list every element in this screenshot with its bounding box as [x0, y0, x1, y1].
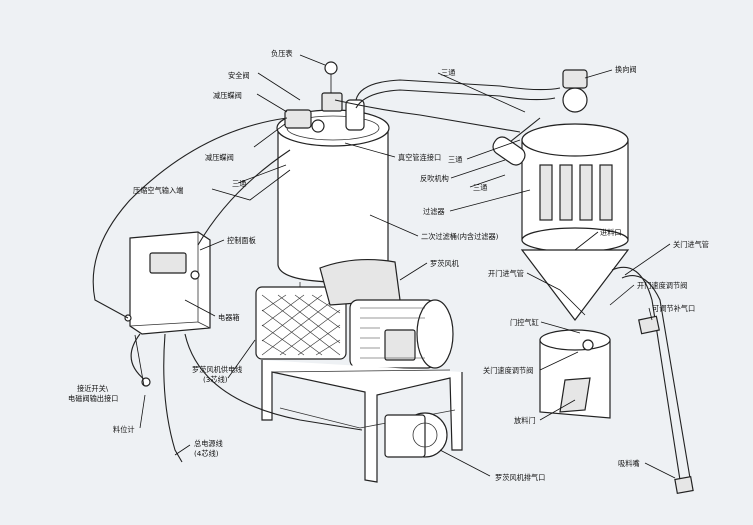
- label-power-line-1: 总电源线: [194, 439, 223, 448]
- inlet-pipe: [611, 266, 694, 494]
- label-pressure-reducing-valve: 减压蝶阀: [205, 153, 234, 162]
- label-blower-exhaust: 罗茨风机排气口: [495, 473, 545, 482]
- roots-blower: [255, 258, 454, 369]
- label-pressure-reducing-valve-top: 减压蝶阀: [213, 91, 242, 100]
- label-tee-top: 三通: [441, 68, 455, 77]
- label-roots-blower: 罗茨风机: [430, 259, 460, 268]
- label-filter: 过滤器: [423, 207, 445, 216]
- label-proximity-switch-2: 电磁阀输出接口: [68, 394, 118, 403]
- cyclone-filter-bin: [520, 123, 630, 419]
- reversing-valve-assembly: [492, 69, 588, 166]
- label-negative-pressure-gauge: 负压表: [271, 49, 293, 58]
- label-inlet-port: 进料口: [600, 228, 622, 237]
- label-door-cylinder: 门控气缸: [510, 318, 539, 327]
- electrical-box: [124, 231, 211, 335]
- leader-lines: [134, 54, 676, 479]
- label-door-open-pipe: 开门进气管: [488, 269, 524, 278]
- label-compressed-air-inlet: 压缩空气输入端: [133, 186, 183, 195]
- label-tee-left: 三通: [232, 179, 246, 188]
- label-proximity-switch-1: 接近开关\: [77, 384, 109, 393]
- label-vacuum-pipe-port: 真空管连接口: [398, 153, 441, 162]
- label-adjustable-air: 可调节补气口: [652, 304, 695, 313]
- label-door-close-pipe: 关门进气管: [673, 240, 709, 249]
- label-control-panel: 控制面板: [227, 236, 256, 245]
- label-safety-valve: 安全阀: [228, 71, 250, 80]
- label-reversing-valve: 换向阀: [615, 65, 637, 74]
- label-blower-power-2: (3芯线): [203, 375, 228, 384]
- label-tee-lower: 三通: [473, 183, 487, 192]
- tank-top-valves: [284, 61, 561, 133]
- label-tee-mid: 三通: [448, 155, 462, 164]
- label-suction-nozzle: 吸料嘴: [618, 459, 640, 468]
- label-blower-power-1: 罗茨风机供电线: [192, 365, 242, 374]
- label-backflush: 反吹机构: [420, 174, 449, 183]
- label-open-speed-valve: 开门速度调节阀: [637, 281, 687, 290]
- label-electrical-box: 电器箱: [218, 313, 240, 322]
- label-secondary-filter: 二次过滤桶(内含过滤器): [421, 232, 499, 241]
- support-frame: [261, 360, 463, 483]
- label-discharge-door: 放料门: [514, 416, 536, 425]
- label-close-speed-valve: 关门速度调节阀: [483, 366, 533, 375]
- cables: [92, 99, 521, 463]
- label-power-line-2: (4芯线): [194, 449, 219, 458]
- label-level-meter: 料位计: [113, 425, 135, 434]
- labels: 负压表 安全阀 减压蝶阀 减压蝶阀 压缩空气输入端 三通 控制面板 电器箱 接近…: [68, 49, 709, 482]
